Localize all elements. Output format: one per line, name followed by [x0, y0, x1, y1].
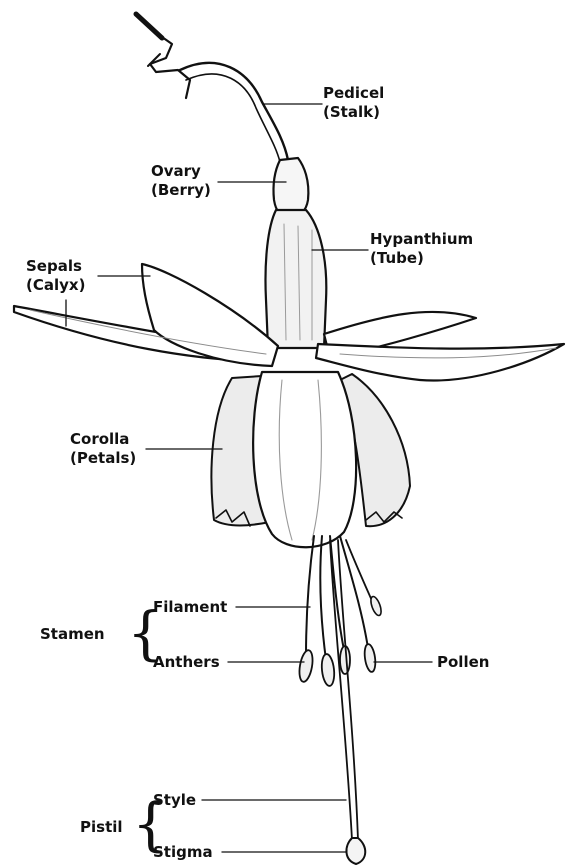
- label-corolla-line1: Corolla: [70, 430, 136, 449]
- label-ovary-line1: Ovary: [151, 162, 211, 181]
- label-pedicel: Pedicel (Stalk): [323, 84, 384, 122]
- group-label-stamen: Stamen: [40, 625, 105, 644]
- label-corolla: Corolla (Petals): [70, 430, 136, 468]
- label-pedicel-line1: Pedicel: [323, 84, 384, 103]
- label-pollen: Pollen: [437, 653, 489, 672]
- label-hypanthium-line1: Hypanthium: [370, 230, 473, 249]
- pistil-stigma: [346, 838, 365, 864]
- label-filament: Filament: [153, 598, 227, 617]
- ovary-berry: [273, 158, 308, 216]
- label-ovary: Ovary (Berry): [151, 162, 211, 200]
- pedicel-stalk: [180, 63, 288, 162]
- label-sepals: Sepals (Calyx): [26, 257, 85, 295]
- corolla-petals: [211, 372, 410, 547]
- hypanthium-tube: [265, 210, 326, 348]
- label-hypanthium-line2: (Tube): [370, 249, 473, 268]
- label-sepals-line2: (Calyx): [26, 276, 85, 295]
- group-label-pistil: Pistil: [80, 818, 123, 837]
- stamen-brace-icon: {: [127, 604, 164, 662]
- pistil-brace-icon: {: [132, 795, 169, 853]
- label-pedicel-line2: (Stalk): [323, 103, 384, 122]
- branch-tip: [136, 14, 190, 98]
- label-hypanthium: Hypanthium (Tube): [370, 230, 473, 268]
- label-sepals-line1: Sepals: [26, 257, 85, 276]
- label-ovary-line2: (Berry): [151, 181, 211, 200]
- label-corolla-line2: (Petals): [70, 449, 136, 468]
